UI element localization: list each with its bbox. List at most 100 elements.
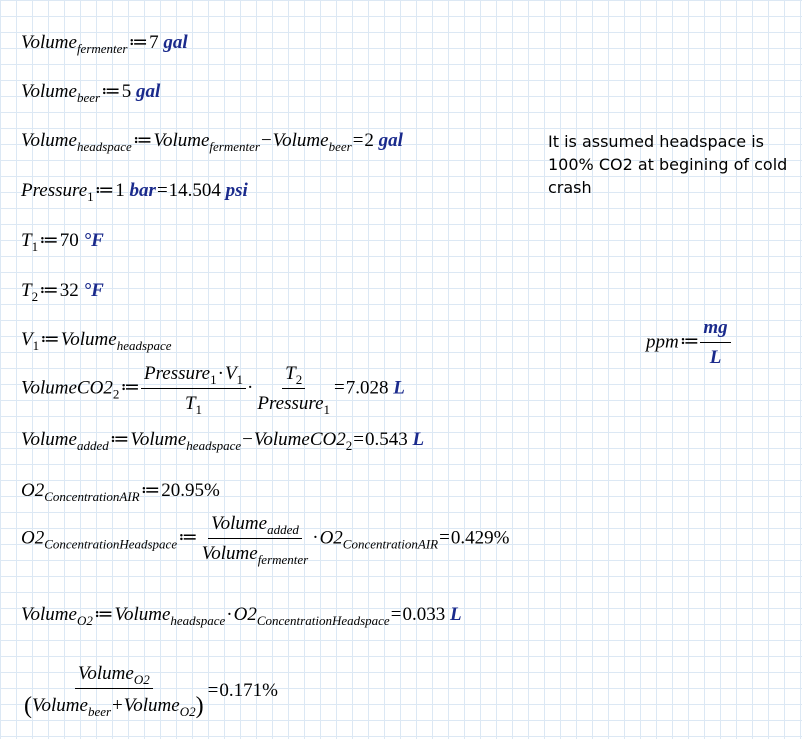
eq-o2-air[interactable]: O2ConcentrationAIR≔20.95% [21, 480, 220, 503]
operand-name: Volume [153, 130, 210, 151]
operand-name: Volume [123, 694, 180, 716]
operand-subscript: O2 [133, 672, 150, 687]
multiply-operator: · [217, 363, 224, 384]
result-value: 2 [364, 130, 374, 151]
eq-t1[interactable]: T1≔70 °F [21, 230, 104, 253]
result-value: 0.033 [402, 604, 446, 625]
result-value: 7.028 [345, 377, 389, 399]
left-paren: ( [24, 692, 32, 719]
eq-t2[interactable]: T2≔32 °F [21, 280, 104, 303]
fraction-denominator: Volumefermenter [199, 539, 311, 567]
assign-operator: ≔ [109, 429, 130, 450]
var-subscript: beer [76, 90, 101, 105]
operand-subscript: 2 [295, 372, 303, 387]
operand-subscript: 2 [345, 438, 353, 453]
fraction-denominator: L [709, 346, 722, 368]
operand-name: T [184, 392, 196, 414]
minus-operator: − [260, 130, 272, 151]
operand-name: V [224, 363, 237, 384]
operand-subscript: 1 [323, 401, 331, 417]
operand-name: VolumeCO2 [253, 429, 346, 450]
var-subscript: added [76, 438, 109, 453]
equals-operator: = [390, 604, 402, 625]
unit: L [393, 377, 405, 399]
eq-ratio[interactable]: VolumeO2(Volumebeer+VolumeO2)=0.171% [21, 664, 278, 719]
operand-name: T [285, 363, 296, 384]
equals-operator: = [352, 130, 364, 151]
value: 20.95% [161, 480, 220, 501]
fraction-numerator: mg [700, 318, 731, 343]
eq-pressure1[interactable]: Pressure1≔1 bar=14.504 psi [21, 180, 248, 203]
minus-operator: − [242, 429, 253, 450]
var-subscript: 1 [31, 239, 39, 254]
operand-subscript: beer [328, 139, 352, 154]
var-name: Volume [21, 429, 77, 450]
assign-operator: ≔ [128, 32, 149, 53]
assign-operator: ≔ [93, 604, 114, 625]
plus-operator: + [112, 694, 123, 716]
result-value: 0.429% [450, 527, 510, 549]
var-subscript: 2 [112, 386, 120, 402]
var-subscript: 2 [31, 289, 39, 304]
assign-operator: ≔ [132, 130, 153, 151]
operand-subscript: ConcentrationAIR [342, 536, 439, 552]
operand-name: Pressure [143, 363, 211, 384]
fraction-numerator: Pressure1·V1 [140, 363, 247, 389]
var-subscript: ConcentrationAIR [44, 489, 140, 504]
fraction-numerator: Volumeadded [208, 514, 302, 539]
eq-volume-fermenter[interactable]: Volumefermenter≔7 gal [21, 32, 188, 55]
eq-v1[interactable]: V1≔Volumeheadspace [21, 329, 172, 352]
operand-subscript: headspace [186, 438, 242, 453]
operand-name: Volume [32, 694, 88, 716]
unit: gal [135, 81, 161, 102]
value: 7 [149, 32, 159, 53]
operand-subscript: fermenter [209, 139, 260, 154]
assign-operator: ≔ [120, 377, 140, 399]
operand-subscript: 1 [210, 372, 217, 387]
equals-operator: = [207, 679, 219, 701]
fraction-denominator: Pressure1 [254, 389, 333, 417]
equals-operator: = [156, 180, 168, 201]
operand-name: Volume [114, 604, 171, 625]
var-name: T [21, 280, 32, 301]
right-paren: ) [195, 692, 204, 719]
eq-volume-beer[interactable]: Volumebeer≔5 gal [21, 81, 161, 104]
result-value: 0.171% [219, 679, 278, 701]
var-name: Volume [21, 81, 77, 102]
operand-name: Volume [272, 130, 329, 151]
operand-subscript: added [267, 522, 299, 537]
var-name: Volume [21, 32, 77, 53]
unit: L [412, 429, 425, 450]
value: 5 [121, 81, 132, 102]
eq-volume-headspace[interactable]: Volumeheadspace≔Volumefermenter−Volumebe… [21, 130, 403, 153]
eq-volume-added[interactable]: Volumeadded≔Volumeheadspace−VolumeCO22=0… [21, 429, 425, 452]
assign-operator: ≔ [40, 329, 60, 350]
operand-name: O2 [233, 604, 257, 625]
note-text-region[interactable]: It is assumed headspace is 100% CO2 at b… [548, 132, 788, 197]
unit: gal [163, 32, 188, 53]
result-unit: psi [225, 180, 248, 201]
result-value: 14.504 [168, 180, 221, 201]
value: 70 [59, 230, 79, 251]
fraction-denominator: T1 [182, 389, 205, 417]
unit: bar [129, 180, 156, 201]
operand-subscript: 1 [195, 401, 203, 417]
result-value: 0.543 [364, 429, 408, 450]
equals-operator: = [439, 527, 450, 549]
operand-subscript: headspace [170, 613, 226, 628]
var-name: O2 [21, 527, 45, 549]
operand-name: O2 [319, 527, 343, 549]
operand-subscript: fermenter [257, 551, 309, 567]
var-subscript: ConcentrationHeadspace [44, 536, 178, 552]
operand-subscript: O2 [179, 703, 196, 719]
var-name: Volume [21, 130, 77, 151]
eq-volume-o2[interactable]: VolumeO2≔Volumeheadspace·O2Concentration… [21, 604, 462, 627]
unit: gal [378, 130, 403, 151]
var-subscript: O2 [76, 613, 93, 628]
